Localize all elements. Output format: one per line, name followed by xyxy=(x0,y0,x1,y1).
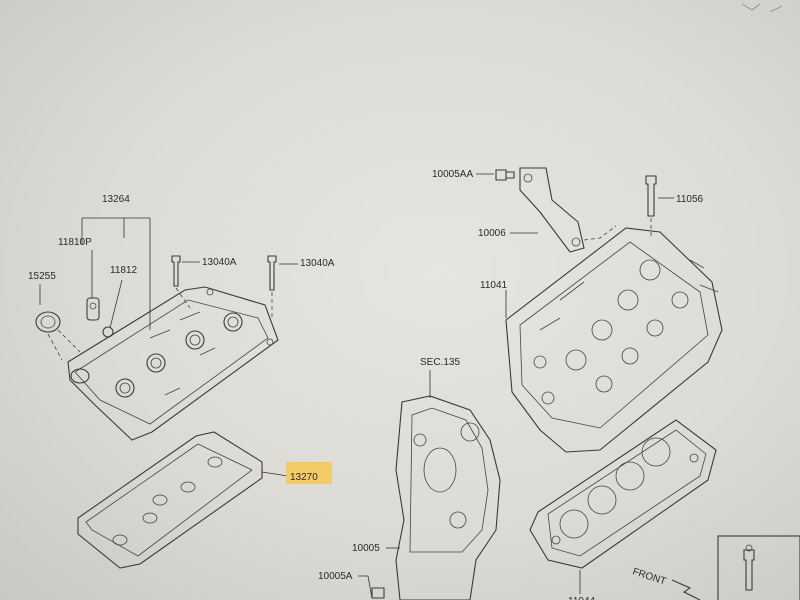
gasket-13270: 13270 xyxy=(77,431,332,569)
highlight-13270 xyxy=(286,462,332,484)
bracket-10006: 10006 xyxy=(478,167,617,253)
label-10005a: 10005A xyxy=(318,571,353,582)
timing-cover-sec135: SEC.135 xyxy=(395,357,501,600)
front-arrow-icon xyxy=(671,579,701,600)
label-10005: 10005 xyxy=(352,543,380,554)
label-13270: 13270 xyxy=(290,472,318,483)
bolt-13040a-1: 13040A xyxy=(171,255,237,309)
sensor-11810p: 11810P xyxy=(58,237,100,321)
bracket-13264: 13264 xyxy=(81,194,151,330)
bolt-10005aa: 10005AA xyxy=(432,169,515,181)
callout-10005a: 10005A xyxy=(318,571,385,599)
label-10005aa: 10005AA xyxy=(432,169,473,180)
bolt-11056: 11056 xyxy=(645,175,704,236)
label-10006: 10006 xyxy=(478,228,506,239)
inset-detail-box xyxy=(717,535,800,600)
rocker-cover-part xyxy=(67,286,279,441)
label-15255: 15255 xyxy=(28,271,56,282)
cylinder-head-11041: 11041 xyxy=(480,227,723,453)
label-11056: 11056 xyxy=(676,194,704,205)
label-11810p: 11810P xyxy=(58,237,92,248)
head-gasket-11044: 11044 xyxy=(529,419,717,600)
gasket-11812: 11812 xyxy=(102,265,138,338)
label-front: FRONT xyxy=(631,566,667,587)
label-13040a-1: 13040A xyxy=(202,257,237,268)
callout-10005: 10005 xyxy=(352,543,400,554)
scan-artifact xyxy=(741,3,783,13)
label-11044: 11044 xyxy=(568,596,596,600)
label-13040a-2: 13040A xyxy=(300,258,335,269)
cap-15255: 15255 xyxy=(28,271,81,361)
label-11812: 11812 xyxy=(110,265,138,276)
label-13264: 13264 xyxy=(102,194,130,205)
bolt-13040a-2: 13040A xyxy=(267,255,335,318)
front-direction-indicator: FRONT xyxy=(631,566,701,600)
label-11041: 11041 xyxy=(480,280,508,291)
label-sec135: SEC.135 xyxy=(420,357,460,368)
